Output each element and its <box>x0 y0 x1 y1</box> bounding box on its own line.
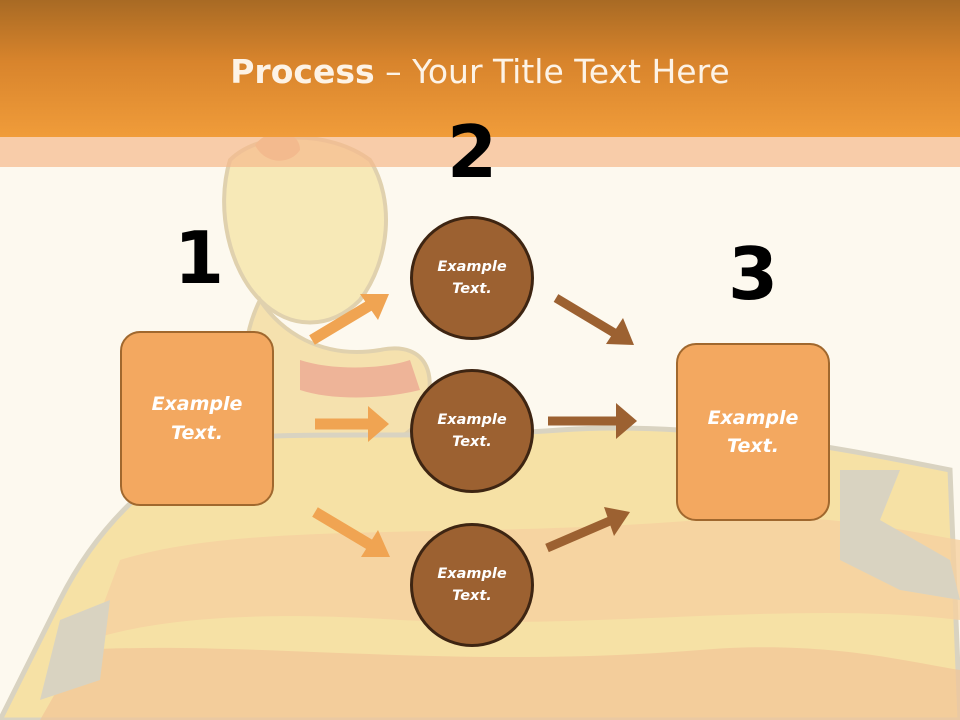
circle-bottom-text: Example Text. <box>437 565 507 604</box>
arrow-from-circle-bottom <box>545 507 630 553</box>
title-bar <box>0 0 960 137</box>
step-1-box-text: Example Text. <box>151 393 243 444</box>
circle-middle-text: Example Text. <box>437 411 507 450</box>
step-1-box: Example Text. <box>120 331 274 506</box>
title-bold: Process <box>230 52 375 91</box>
step-3-box: Example Text. <box>676 343 830 521</box>
step-2-circle-top: Example Text. <box>410 216 534 340</box>
step-3-box-text: Example Text. <box>707 406 799 458</box>
arrow-from-circle-middle <box>548 403 637 439</box>
arrow-to-circle-top <box>309 294 389 345</box>
step-number-3: 3 <box>727 232 779 316</box>
slide-title: Process – Your Title Text Here <box>0 52 960 91</box>
step-2-circle-bottom: Example Text. <box>410 523 534 647</box>
step-number-2: 2 <box>446 110 498 194</box>
title-separator: – <box>374 52 413 91</box>
arrow-from-circle-top <box>553 294 634 345</box>
circle-top-text: Example Text. <box>437 258 507 297</box>
step-number-1: 1 <box>173 216 225 300</box>
arrow-to-circle-bottom <box>312 507 390 557</box>
step-2-circle-middle: Example Text. <box>410 369 534 493</box>
title-underband <box>0 137 960 167</box>
arrow-to-circle-middle <box>315 406 389 442</box>
title-rest: Your Title Text Here <box>412 52 730 91</box>
